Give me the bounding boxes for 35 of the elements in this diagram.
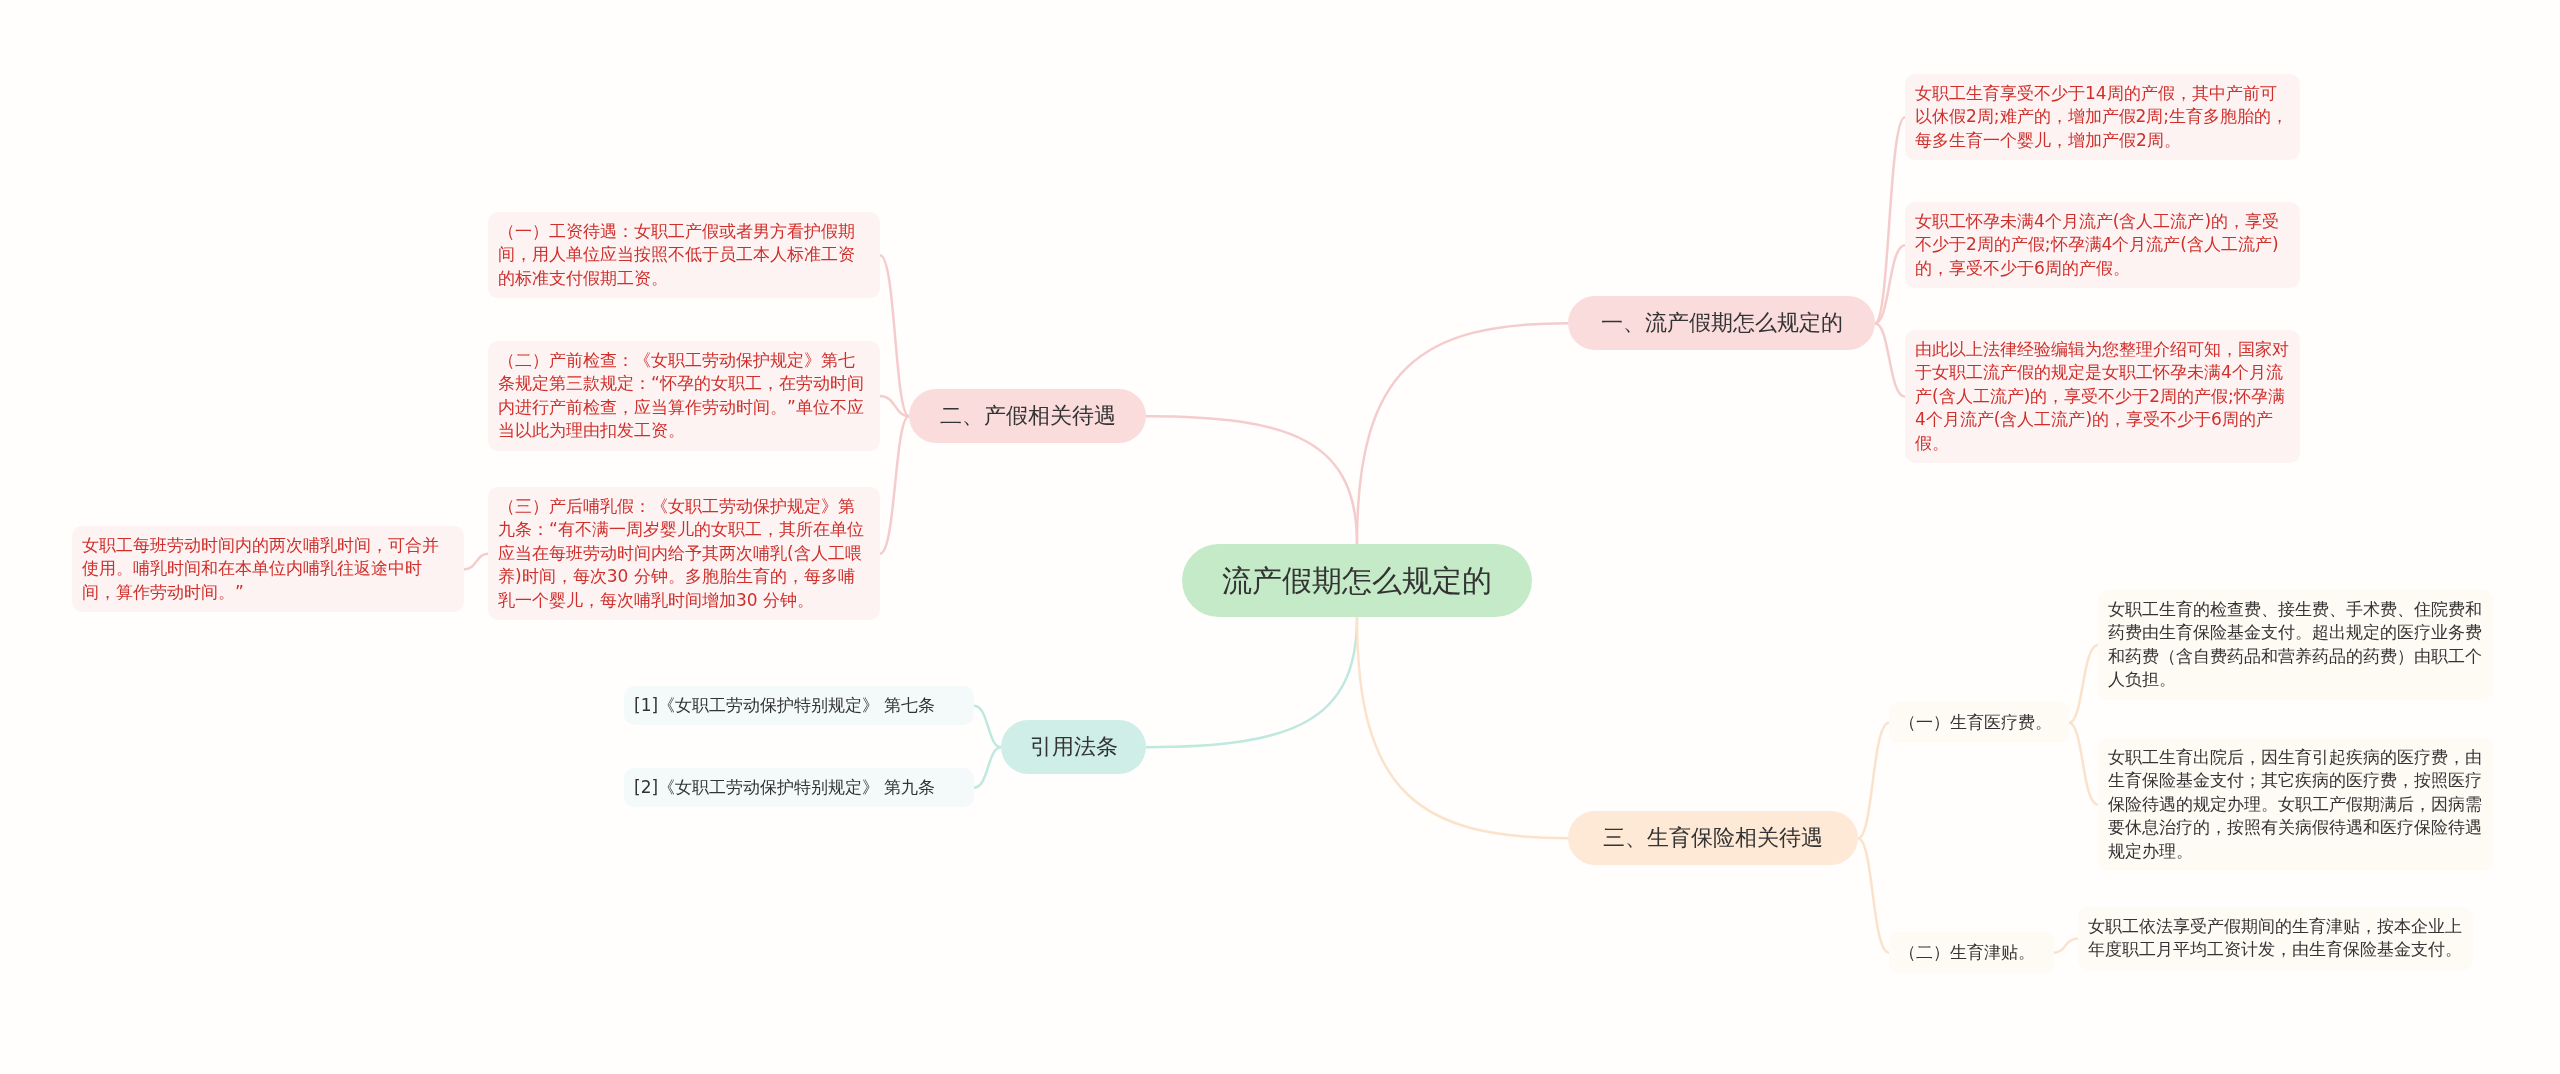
connector <box>1145 414 1359 545</box>
note-card: 女职工每班劳动时间内的两次哺乳时间，可合并使用。哺乳时间和在本单位内哺乳往返途中时间，算作劳动时间。” <box>72 526 464 613</box>
branch-topic: 三、生育保险相关待遇 <box>1568 811 1858 866</box>
connector <box>879 254 910 418</box>
note-card: 女职工生育的检查费、接生费、手术费、住院费和药费由生育保险基金支付。超出规定的医疗业务费和药费（含自费药品和营养药品的药费）由职工个人负担。 <box>2098 590 2493 700</box>
note-card: 女职工生育出院后，因生育引起疾病的医疗费，由生育保险基金支付；其它疾病的医疗费，按照医疗保险待遇的规定办理。女职工产假期满后，因病需要休息治疗的，按照有关病假待遇和医疗保险待遇规定办理。 <box>2098 738 2493 872</box>
connector <box>463 552 489 571</box>
citation-item: [2]《女职工劳动保护特别规定》 第九条 <box>624 768 974 808</box>
note-card: 女职工怀孕未满4个月流产(含人工流产)的，享受不少于2周的产假;怀孕满4个月流产(含人工流产)的，享受不少于6周的产假。 <box>1905 202 2300 289</box>
note-card: （一）工资待遇：女职工产假或者男方看护假期间，用人单位应当按照不低于员工本人标准工资的标准支付假期工资。 <box>488 212 880 299</box>
branch-topic: 二、产假相关待遇 <box>909 389 1146 444</box>
subtopic: （二）生育津贴。 <box>1889 932 2054 974</box>
note-card: 由此以上法律经验编辑为您整理介绍可知，国家对于女职工流产假的规定是女职工怀孕未满4个月流产(含人工流产)的，享受不少于2周的产假;怀孕满4个月流产(含人工流产)的，享受不少于6周的产假。 <box>1905 330 2300 464</box>
connector <box>1857 721 1890 840</box>
connector <box>879 415 910 555</box>
note-card: 女职工生育享受不少于14周的产假，其中产前可以休假2周;难产的，增加产假2周;生育多胞胎的，每多生育一个婴儿，增加产假2周。 <box>1905 74 2300 161</box>
connector <box>973 704 1002 749</box>
connector <box>1874 244 1906 325</box>
root-topic: 流产假期怎么规定的 <box>1182 544 1532 618</box>
note-card: （三）产后哺乳假：《女职工劳动保护规定》第九条：“有不满一周岁婴儿的女职工，其所在单位应当在每班劳动时间内给予其两次哺乳(含人工喂养)时间，每次30 分钟。多胞胎生育的，每多哺乳一个婴儿，每次哺乳时间增加30 分钟。 <box>488 487 880 621</box>
note-card: （二）产前检查：《女职工劳动保护规定》第七条规定第三款规定：“怀孕的女职工，在劳动时间内进行产前检查，应当算作劳动时间。”单位不应当以此为理由扣发工资。 <box>488 341 880 451</box>
connector <box>2068 643 2099 724</box>
connector <box>1874 116 1906 324</box>
branch-topic: 引用法条 <box>1001 720 1146 775</box>
connector <box>1874 322 1906 398</box>
connector <box>879 394 910 418</box>
connector <box>1355 617 1569 840</box>
branch-topic: 一、流产假期怎么规定的 <box>1568 296 1875 351</box>
subtopic: （一）生育医疗费。 <box>1889 702 2069 744</box>
connector <box>973 745 1002 789</box>
citation-item: [1]《女职工劳动保护特别规定》 第七条 <box>624 686 974 726</box>
note-card: 女职工依法享受产假期间的生育津贴，按本企业上年度职工月平均工资计发，由生育保险基金支付。 <box>2078 907 2473 970</box>
connector <box>2053 937 2079 954</box>
connector <box>1857 837 1890 954</box>
connector <box>2068 721 2099 806</box>
